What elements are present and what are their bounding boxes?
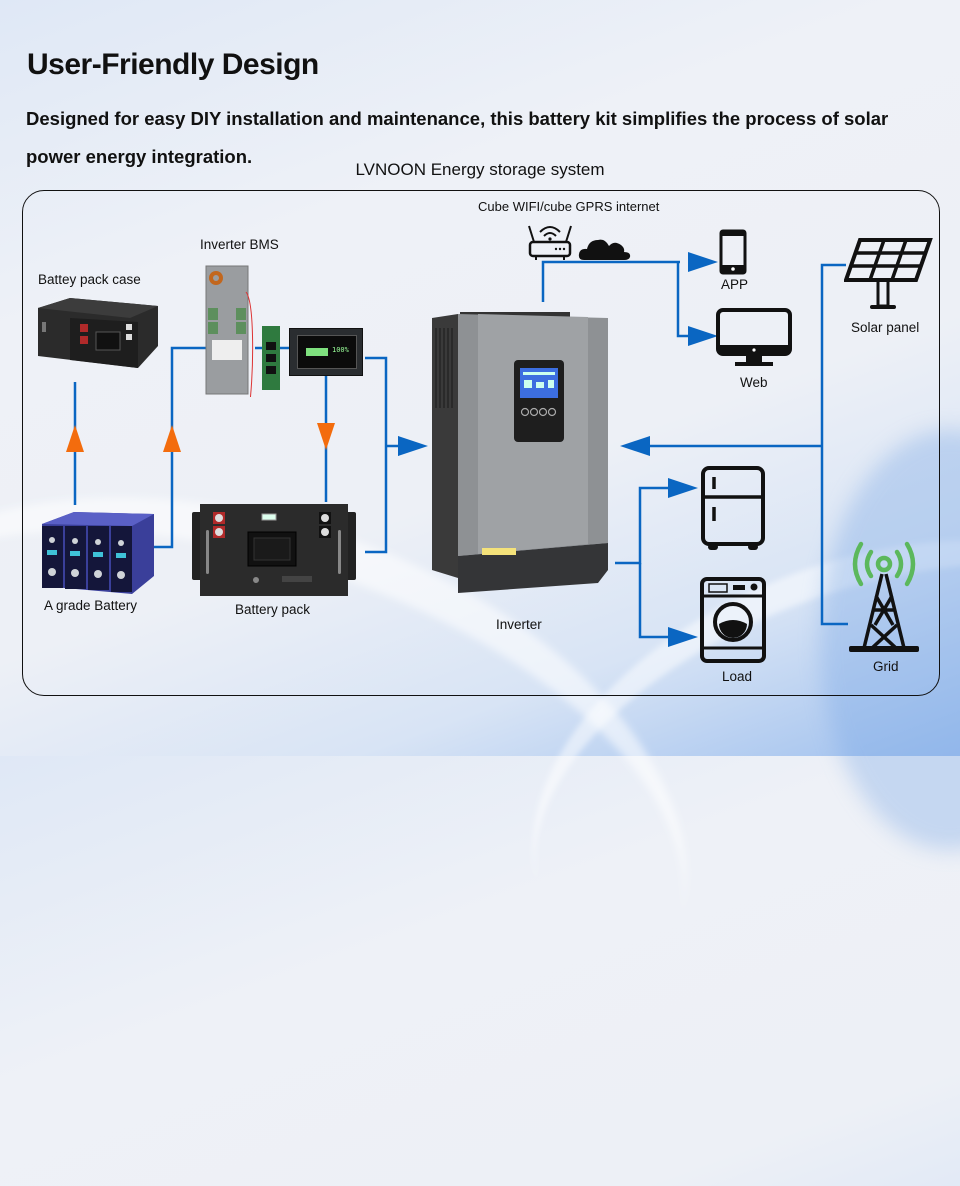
label-solar-panel: Solar panel [851, 320, 920, 335]
battery-level-text: 100% [332, 346, 349, 354]
label-app: APP [721, 277, 749, 292]
label-battery-case: Battey pack case [38, 272, 141, 287]
washing-machine-icon [700, 577, 766, 663]
diagram-frame [22, 190, 940, 696]
label-a-grade-battery: A grade Battery [44, 598, 138, 613]
page-title: User-Friendly Design [27, 48, 319, 81]
inverter-bms-image [205, 265, 280, 397]
battery-level-bar [306, 348, 328, 356]
line-internet-to-web [676, 262, 700, 338]
inverter-image [432, 312, 608, 593]
router-icon [528, 225, 572, 260]
arrow-up-orange-bms [163, 425, 181, 452]
line-inverter-to-fridge [615, 486, 680, 565]
monitor-icon [716, 308, 792, 366]
arrow-to-web [688, 326, 718, 346]
grid-tower-icon [849, 541, 919, 652]
label-battery-pack: Battery pack [235, 602, 311, 617]
line-inverter-to-internet [541, 260, 680, 302]
label-load: Load [722, 669, 753, 684]
line-to-inverter-bus [365, 356, 388, 554]
cloud-icon [578, 239, 631, 260]
arrow-to-inverter-left-head [398, 436, 428, 456]
a-grade-battery-image [42, 512, 154, 594]
diagram-title: LVNOON Energy storage system [355, 160, 605, 179]
phone-icon [719, 229, 747, 275]
arrow-to-washer [668, 627, 698, 647]
page-description: Designed for easy DIY installation and m… [26, 108, 889, 167]
bms-screen: 100% [297, 335, 357, 369]
label-grid: Grid [873, 659, 899, 674]
label-internet: Cube WIFI/cube GPRS internet [478, 199, 660, 214]
arrow-to-inverter-right [620, 436, 650, 456]
bms-display-image: 100% [289, 328, 363, 376]
line-inverter-to-washer [638, 563, 680, 639]
connector-layer [66, 252, 848, 647]
arrow-to-fridge [668, 478, 698, 498]
battery-pack-image [192, 504, 356, 596]
arrow-down-orange-pack [317, 423, 335, 450]
label-web: Web [740, 375, 768, 390]
fridge-icon [701, 466, 765, 550]
label-inverter: Inverter [496, 617, 542, 632]
arrow-up-orange-case [66, 425, 84, 452]
line-solar-grid [820, 263, 848, 626]
solar-panel-icon [844, 238, 933, 309]
battery-case-image [38, 298, 158, 368]
arrow-to-app [688, 252, 718, 272]
label-inverter-bms: Inverter BMS [200, 237, 279, 252]
